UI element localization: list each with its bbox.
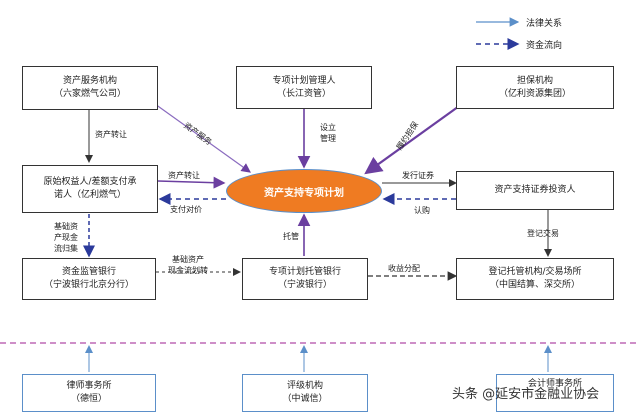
- asset-service-sub: （六家燃气公司）: [53, 89, 126, 99]
- edge-asset-service: [154, 103, 251, 173]
- investor-node: 资产支持证券投资人: [456, 171, 614, 210]
- originator-name: 原始权益人/差额支付承: [43, 177, 137, 187]
- law-firm-name: 律师事务所: [66, 381, 112, 391]
- rating-agency-node: 评级机构 （中诚信）: [242, 374, 368, 412]
- originator-sub: 诺人（亿利燃气）: [53, 190, 126, 200]
- manager-sub: （长江资管）: [276, 88, 331, 99]
- label-subscribe: 认购: [414, 206, 430, 215]
- label-basic-cashflow: 基础资 产现金 流归集: [54, 222, 78, 253]
- edge-asset-transfer: [157, 176, 226, 189]
- manager-node: 专项计划管理人 （长江资管）: [236, 66, 372, 109]
- label-pay-price: 支付对价: [170, 205, 202, 214]
- custodian-bank-node: 专项计划托管银行 （宁波银行）: [242, 258, 368, 300]
- supervision-bank-sub: （宁波银行北京分行）: [43, 280, 134, 290]
- guarantor-node: 担保机构 （亿利资源集团）: [456, 66, 614, 109]
- label-asset-transfer-down: 资产转让: [95, 130, 127, 139]
- label-issue-securities: 发行证券: [402, 171, 434, 180]
- legend-legal-label: 法律关系: [526, 19, 563, 29]
- label-setup-manage: 设立 管理: [320, 123, 336, 143]
- law-firm-node: 律师事务所 （德恒）: [22, 374, 156, 412]
- label-custody: 托管: [283, 232, 299, 241]
- legend-funds-label: 资金流向: [526, 41, 563, 51]
- special-plan-node: 资产支持专项计划: [226, 169, 382, 213]
- supervision-bank-name: 资金监管银行: [61, 267, 116, 277]
- label-income-distribution: 收益分配: [388, 264, 420, 273]
- asset-service-name: 资产服务机构: [62, 76, 117, 86]
- registry-name: 登记托管机构/交易场所: [488, 267, 582, 277]
- special-plan-name: 资产支持专项计划: [264, 187, 344, 199]
- accounting-firm-name: 会计师事务所: [527, 379, 582, 389]
- rating-agency-sub: （中诚信）: [282, 394, 328, 404]
- label-basic-transfer: 基础资产 现金流划转: [168, 255, 208, 275]
- asset-service-node: 资产服务机构 （六家燃气公司）: [22, 66, 158, 110]
- manager-name: 专项计划管理人: [272, 75, 336, 86]
- label-asset-transfer: 资产转让: [168, 171, 200, 180]
- accounting-firm-node: 会计师事务所: [496, 374, 614, 412]
- registry-sub: （中国结算、深交所）: [489, 280, 580, 290]
- originator-node: 原始权益人/差额支付承 诺人（亿利燃气）: [22, 165, 158, 213]
- guarantor-sub: （亿利资源集团）: [498, 88, 571, 99]
- investor-name: 资产支持证券投资人: [494, 185, 576, 195]
- rating-agency-name: 评级机构: [286, 381, 323, 391]
- guarantor-name: 担保机构: [516, 75, 553, 86]
- custodian-bank-sub: （宁波银行）: [277, 280, 332, 290]
- label-register-trade: 登记交易: [527, 229, 559, 238]
- custodian-bank-name: 专项计划托管银行: [268, 267, 341, 277]
- registry-node: 登记托管机构/交易场所 （中国结算、深交所）: [456, 258, 614, 300]
- watermark: 头条 @延安市金融业协会: [452, 387, 600, 402]
- law-firm-sub: （德恒）: [70, 394, 107, 404]
- supervision-bank-node: 资金监管银行 （宁波银行北京分行）: [22, 258, 156, 300]
- edge-guarantee: [364, 103, 463, 175]
